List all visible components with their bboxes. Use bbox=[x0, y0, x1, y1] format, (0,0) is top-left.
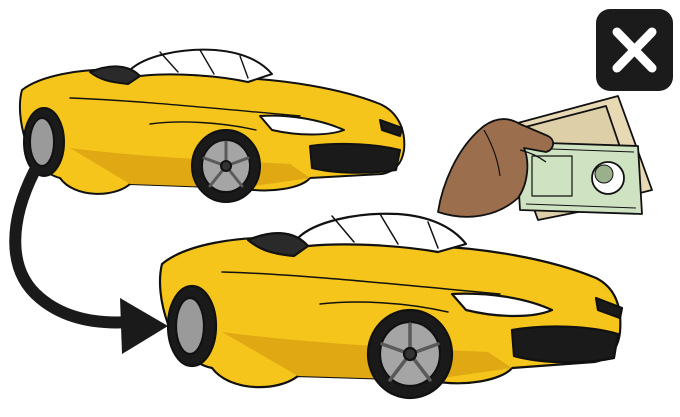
curved-arrow-icon bbox=[0, 160, 175, 360]
convertible-sports-car-icon bbox=[160, 214, 622, 398]
close-icon bbox=[596, 9, 673, 91]
close-button[interactable] bbox=[596, 9, 673, 91]
bottom-car-illustration bbox=[152, 200, 624, 412]
hand-holding-banknotes-icon bbox=[428, 92, 660, 224]
